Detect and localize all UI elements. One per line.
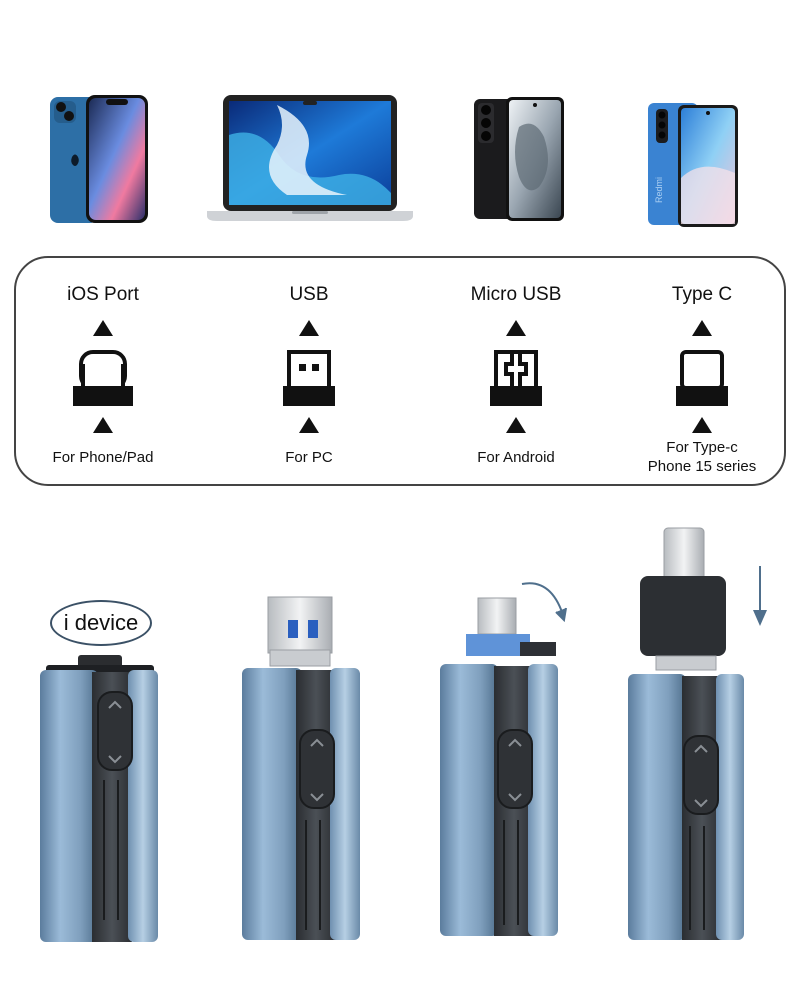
drive-4 — [628, 527, 767, 940]
up-arrow-icon — [299, 320, 319, 336]
port-column-ios: iOS Port For Phone/Pad — [8, 258, 198, 484]
port-subtitle: For PC — [285, 449, 333, 466]
i-device-label: i device — [50, 600, 152, 646]
up-arrow-icon — [692, 417, 712, 433]
up-arrow-icon — [93, 417, 113, 433]
iphone-image — [50, 95, 148, 225]
up-arrow-icon — [506, 417, 526, 433]
lightning-port-icon — [73, 350, 133, 408]
micro-usb-port-icon — [486, 350, 546, 408]
svg-text:Redmi: Redmi — [654, 177, 664, 203]
port-column-usb: USB For PC — [214, 258, 404, 484]
type-c-port-icon — [672, 350, 732, 408]
up-arrow-icon — [506, 320, 526, 336]
usb-a-port-icon — [279, 350, 339, 408]
drive-1 — [40, 655, 158, 942]
port-title: USB — [289, 284, 329, 305]
port-subtitle-line1: For Type-c — [666, 439, 738, 456]
android-phone-blue-image: Redmi — [648, 103, 738, 227]
port-title: Micro USB — [470, 284, 562, 305]
port-column-type-c: Type C For Type-c Phone 15 series — [607, 258, 797, 484]
ports-panel: iOS Port For Phone/Pad USB Fo — [14, 256, 786, 486]
android-phone-black-image — [474, 97, 564, 221]
port-title: iOS Port — [67, 284, 139, 305]
port-title: Type C — [671, 284, 733, 305]
drive-2 — [242, 596, 360, 940]
up-arrow-icon — [299, 417, 319, 433]
laptop-image — [207, 95, 413, 223]
drive-3 — [440, 582, 567, 936]
port-subtitle: For Android — [477, 449, 555, 466]
port-subtitle: For Type-c Phone 15 series — [607, 438, 797, 476]
port-subtitle: For Phone/Pad — [52, 449, 154, 466]
port-subtitle-line2: Phone 15 series — [647, 458, 757, 475]
port-column-micro-usb: Micro USB For Android — [421, 258, 611, 484]
up-arrow-icon — [692, 320, 712, 336]
up-arrow-icon — [93, 320, 113, 336]
